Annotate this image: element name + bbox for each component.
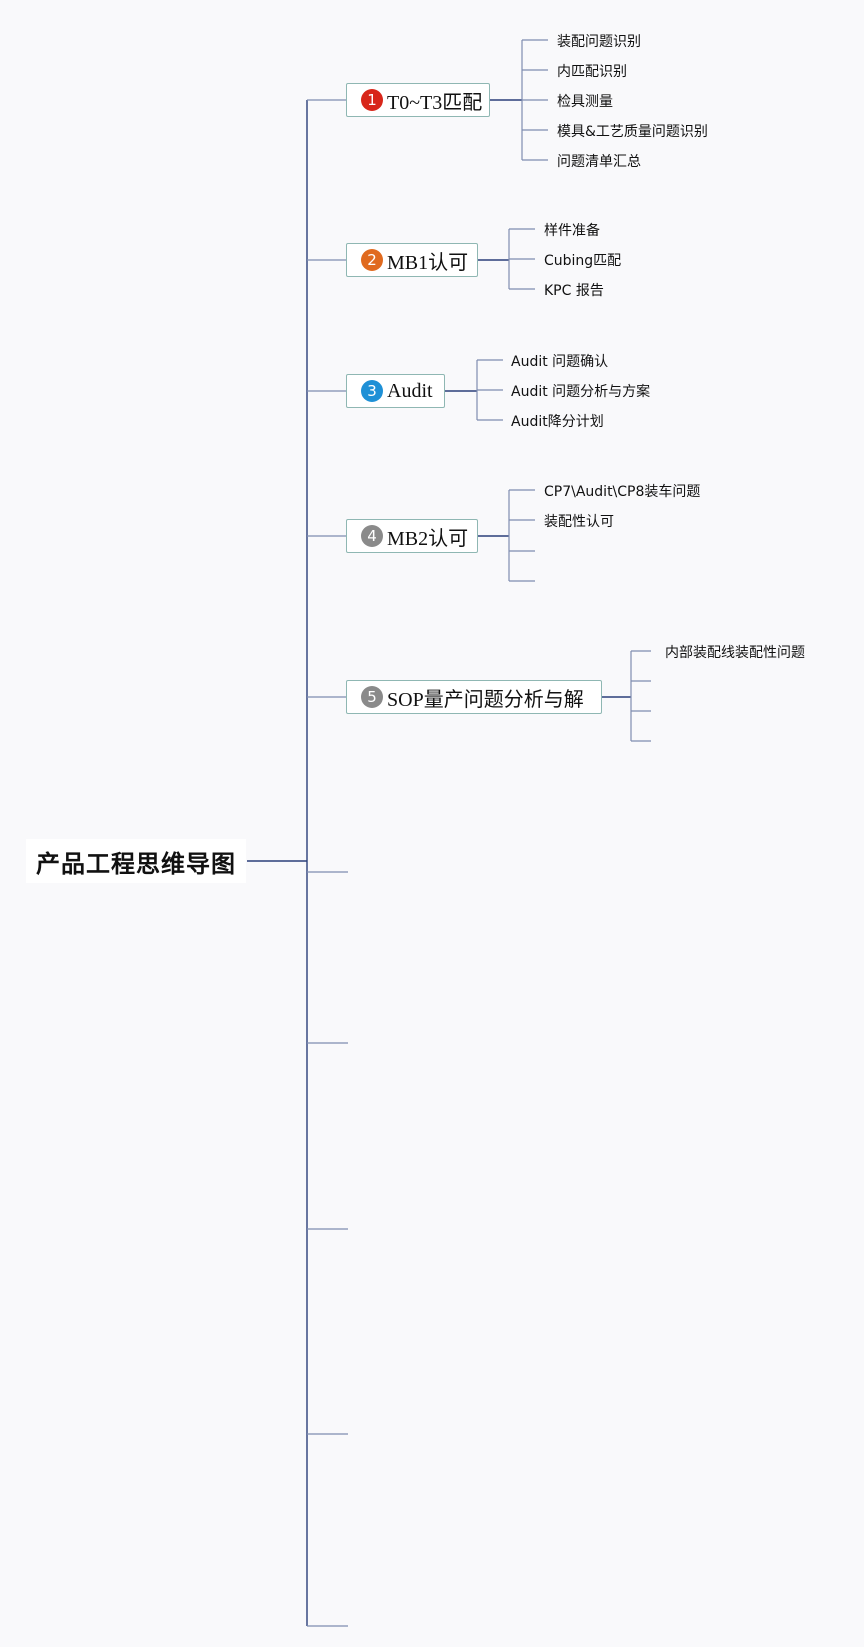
branch-t0-t3-matching[interactable]: 1 T0~T3匹配 (346, 83, 490, 117)
branch-label: MB2认可 (387, 527, 469, 550)
branch-label: MB1认可 (387, 251, 469, 274)
branch-label: T0~T3匹配 (387, 91, 483, 114)
leaf-topic[interactable]: Audit 问题分析与方案 (511, 384, 651, 400)
branch-label: SOP量产问题分析与解 (387, 688, 584, 711)
number-2-badge-icon: 2 (361, 249, 383, 271)
number-5-badge-icon: 5 (361, 686, 383, 708)
leaf-topic[interactable]: 样件准备 (544, 223, 600, 239)
branch-label: Audit (387, 379, 433, 402)
leaf-topic[interactable]: 检具测量 (557, 94, 613, 110)
number-4-badge-icon: 4 (361, 525, 383, 547)
branch-sop-production-issues[interactable]: 5 SOP量产问题分析与解 (346, 680, 602, 714)
branch-audit[interactable]: 3 Audit (346, 374, 445, 408)
branch-mb2-approval[interactable]: 4 MB2认可 (346, 519, 478, 553)
number-1-badge-icon: 1 (361, 89, 383, 111)
leaf-topic[interactable]: 装配问题识别 (557, 34, 641, 50)
leaf-topic[interactable]: Cubing匹配 (544, 253, 622, 269)
branch-mb1-approval[interactable]: 2 MB1认可 (346, 243, 478, 277)
leaf-topic[interactable]: 问题清单汇总 (557, 154, 641, 170)
leaf-topic[interactable]: CP7\Audit\CP8装车问题 (544, 484, 701, 500)
leaf-topic[interactable]: 模具&工艺质量问题识别 (557, 124, 708, 140)
root-node-title: 产品工程思维导图 (26, 839, 246, 883)
leaf-topic[interactable]: KPC 报告 (544, 283, 604, 299)
leaf-topic[interactable]: Audit降分计划 (511, 414, 604, 430)
leaf-topic[interactable]: Audit 问题确认 (511, 354, 609, 370)
leaf-topic[interactable]: 内部装配线装配性问题 (665, 645, 805, 661)
leaf-topic[interactable]: 内匹配识别 (557, 64, 627, 80)
leaf-topic[interactable]: 装配性认可 (544, 514, 614, 530)
number-3-badge-icon: 3 (361, 380, 383, 402)
